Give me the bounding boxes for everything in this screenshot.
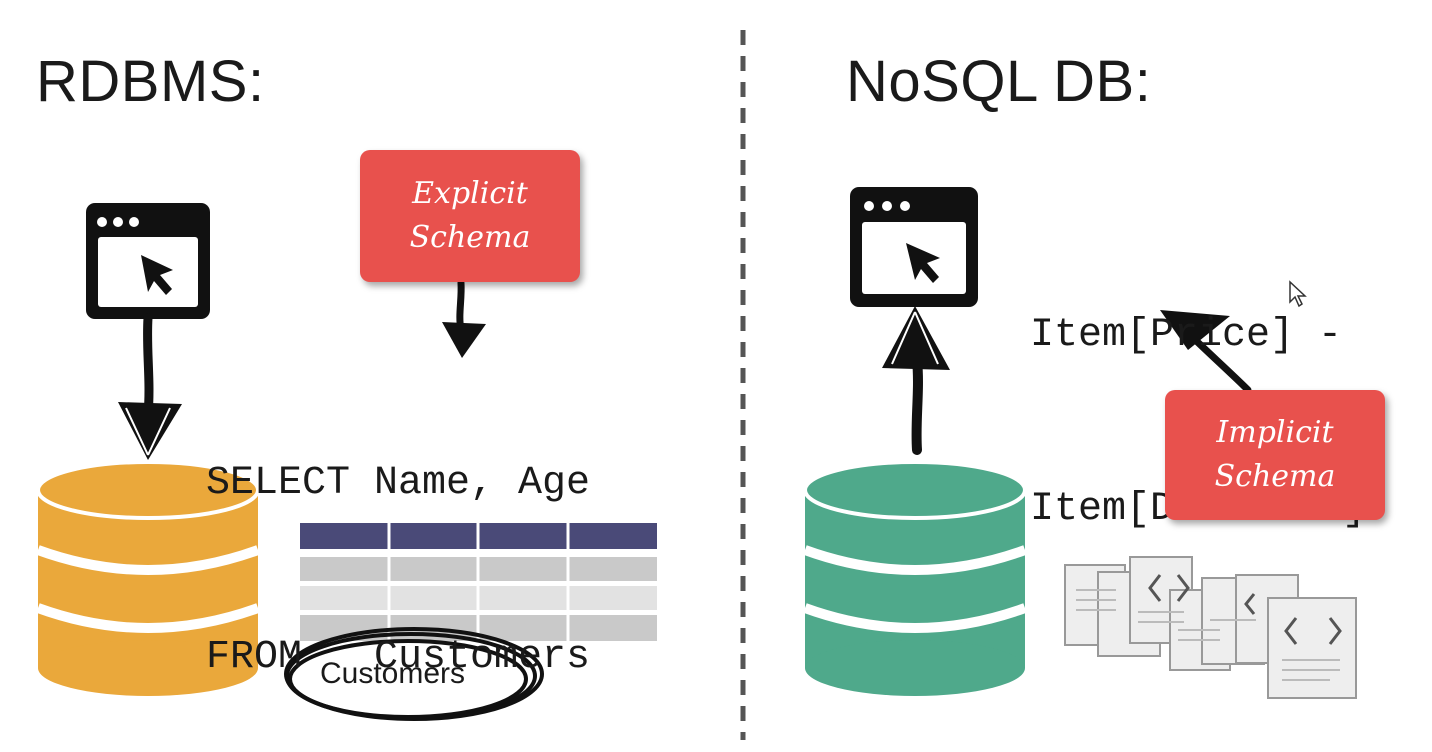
sql-query-line: FROM Customers [206,635,591,680]
schema-arrow [1160,310,1252,394]
tag-line: Implicit [1216,415,1334,450]
explicit-schema-tag: Explicit Schema [360,150,580,282]
mouse-pointer-icon [1289,280,1307,308]
caption-scribble [284,627,544,721]
rdbms-heading: RDBMS: [36,49,265,114]
schema-arrow [442,279,486,358]
table-caption: Customers [320,657,466,690]
document-code-icon [1064,556,1357,699]
tag-line: Schema [1214,459,1336,494]
database-icon [36,460,260,696]
tag-line: Explicit [412,176,528,211]
query-arrow [118,313,182,460]
nosql-heading: NoSQL DB: [846,49,1152,114]
sql-query: SELECT Name, Age FROM Customers [206,339,590,745]
database-icon [803,460,1027,696]
tag-line: Schema [409,220,531,255]
sql-query-line: SELECT Name, Age [206,461,591,506]
cursor-arrow-icon [141,255,173,295]
cursor-arrow-icon [906,243,940,283]
result-arrow [882,306,950,455]
customers-table [300,523,657,641]
implicit-schema-tag: Implicit Schema [1165,390,1385,520]
nosql-expression-line: Item[Price] - [1030,313,1343,358]
